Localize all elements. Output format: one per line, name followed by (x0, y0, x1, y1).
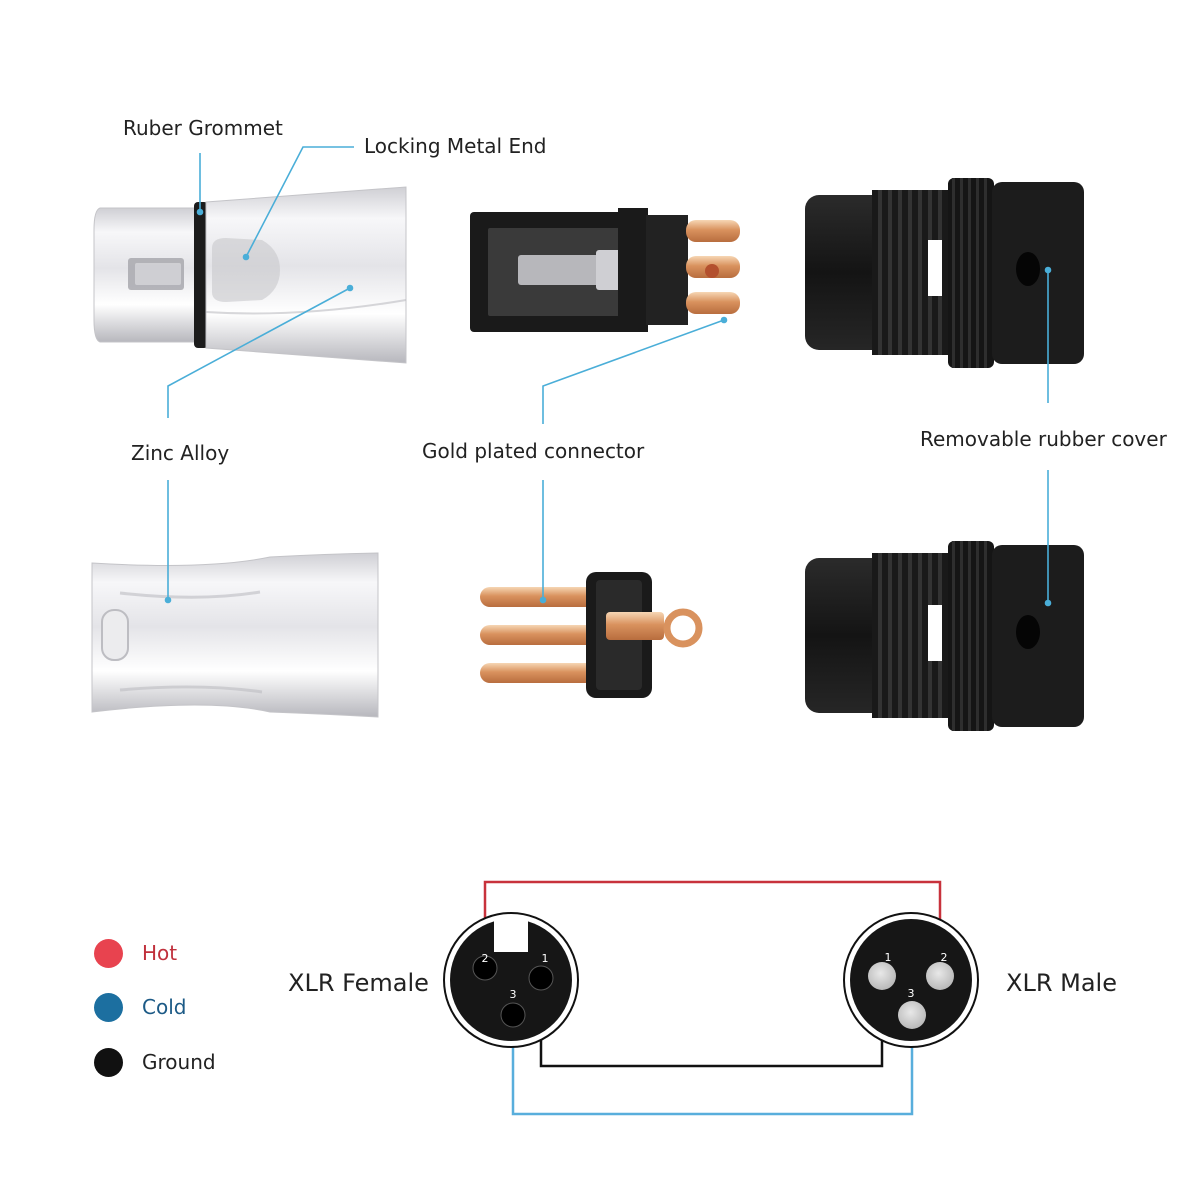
callout-line-gold-top (542, 319, 725, 424)
connector-insert (470, 208, 740, 332)
male-pin-2 (926, 962, 954, 990)
callout-line-zinc-alloy-top (167, 287, 351, 418)
callout-dot-locking-metal-end (242, 253, 250, 261)
callout-dot-gold-bottom (539, 596, 547, 604)
male-pin-label-2: 2 (941, 951, 948, 964)
gold-pins-assembly (480, 572, 703, 698)
callout-line-locking-metal-end (245, 146, 354, 258)
rubber-cover-top (805, 178, 1084, 368)
label-xlr-female: XLR Female (288, 969, 429, 997)
label-zinc-alloy: Zinc Alloy (131, 441, 230, 465)
label-xlr-male: XLR Male (1006, 969, 1117, 997)
callout-dot-rubber-top (1044, 266, 1052, 274)
callout-dot-zinc-alloy-bottom (164, 596, 172, 604)
rubber-cover-bottom (805, 541, 1084, 731)
legend-label-cold: Cold (142, 995, 187, 1019)
female-pin-label-2: 2 (482, 952, 489, 965)
xlr-female-socket (443, 912, 579, 1048)
cold-wire (511, 1015, 914, 1116)
label-ruber-grommet: Ruber Grommet (123, 116, 283, 140)
label-locking-metal-end: Locking Metal End (364, 134, 547, 158)
label-removable-rubber-cover: Removable rubber cover (920, 427, 1167, 451)
hot-dot-icon (94, 939, 123, 968)
ground-wire (539, 968, 884, 1068)
label-gold-plated-connector: Gold plated connector (422, 439, 645, 463)
male-pin-3 (898, 1001, 926, 1029)
female-pin-3 (500, 1002, 526, 1028)
callout-dot-gold-top (720, 316, 728, 324)
callout-dot-ruber-grommet (196, 208, 204, 216)
legend-label-ground: Ground (142, 1050, 216, 1074)
callout-lines (164, 146, 1052, 607)
female-pin-2 (472, 955, 498, 981)
male-pin-1 (868, 962, 896, 990)
xlr-male-plug (843, 912, 979, 1048)
callout-dot-rubber-bottom (1044, 599, 1052, 607)
callout-dot-zinc-alloy-top (346, 284, 354, 292)
zinc-alloy-shell (91, 552, 379, 718)
cold-dot-icon (94, 993, 123, 1022)
female-pin-label-3: 3 (510, 988, 517, 1001)
legend-label-hot: Hot (142, 941, 178, 965)
male-pin-label-1: 1 (885, 951, 892, 964)
ground-dot-icon (94, 1048, 123, 1077)
assembled-metal-shell (93, 186, 407, 364)
female-pin-1 (528, 965, 554, 991)
male-pin-label-3: 3 (908, 987, 915, 1000)
female-pin-label-1: 1 (542, 952, 549, 965)
pin-number-labels: 2 1 3 1 2 3 (482, 951, 948, 1001)
